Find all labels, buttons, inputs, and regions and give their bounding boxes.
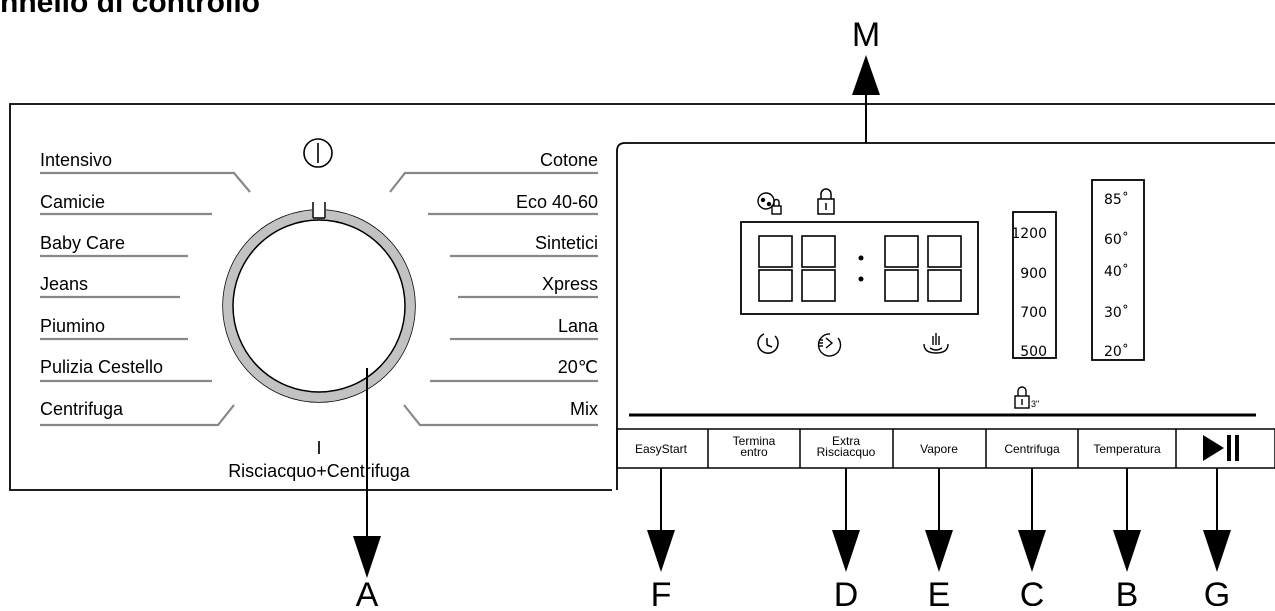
temperature-indicator	[1091, 179, 1145, 361]
pause-bar-1	[1227, 435, 1231, 461]
spin-1200: 1200	[1011, 226, 1047, 242]
program-jeans[interactable]: Jeans	[40, 274, 88, 294]
panel-outline	[9, 103, 1275, 491]
temp-20: 20˚	[1104, 343, 1129, 360]
program-centrifuga[interactable]: Centrifuga	[40, 399, 124, 419]
digit-2	[801, 235, 836, 302]
callout-c-label: C	[1020, 576, 1045, 606]
temp-40: 40˚	[1104, 263, 1129, 280]
vapore-button[interactable]: Vapore	[920, 442, 958, 456]
callout-e: E	[925, 468, 953, 611]
extra-risciacquo-button[interactable]: Extra Risciacquo	[817, 434, 876, 459]
left-program-leaders	[40, 171, 251, 427]
dial-bottom-mark: I	[316, 438, 321, 458]
callout-e-label: E	[928, 576, 951, 606]
extra-rinse-icon	[817, 333, 842, 357]
callout-b-label: B	[1116, 576, 1139, 606]
digit-4	[927, 235, 962, 302]
program-cotone[interactable]: Cotone	[540, 150, 598, 170]
callout-a-label: A	[356, 576, 379, 606]
callout-d: D	[832, 468, 860, 611]
program-lana[interactable]: Lana	[558, 316, 599, 336]
program-sintetici[interactable]: Sintetici	[535, 233, 598, 253]
start-pause-button[interactable]	[1203, 435, 1239, 461]
callout-g-label: G	[1204, 576, 1230, 606]
button-row-frame	[616, 428, 1275, 469]
termina-entro-line-2: entro	[740, 445, 768, 459]
callout-a: A	[353, 368, 381, 611]
temp-85: 85˚	[1104, 191, 1129, 208]
program-pulizia-cestello[interactable]: Pulizia Cestello	[40, 357, 163, 377]
program-selector-dial[interactable]	[222, 200, 416, 403]
program-risciacquo-centrifuga[interactable]: Risciacquo+Centrifuga	[228, 461, 411, 481]
door-lock-delay-label: 3"	[1031, 399, 1039, 409]
callout-m: M	[852, 16, 880, 143]
temp-30: 30˚	[1104, 304, 1129, 321]
delay-timer-icon	[757, 333, 779, 354]
pause-bar-2	[1235, 435, 1239, 461]
program-20c[interactable]: 20℃	[558, 357, 598, 377]
power-icon[interactable]	[303, 138, 333, 168]
centrifuga-button[interactable]: Centrifuga	[1004, 442, 1060, 456]
spin-500: 500	[1020, 344, 1047, 360]
temperatura-button[interactable]: Temperatura	[1093, 442, 1161, 456]
program-mix[interactable]: Mix	[570, 399, 598, 419]
callout-f: F	[647, 468, 675, 611]
steam-icon	[923, 333, 949, 354]
door-lock-icon	[817, 188, 835, 215]
callout-m-label: M	[852, 16, 880, 54]
time-separator	[858, 255, 864, 282]
program-camicie[interactable]: Camicie	[40, 192, 105, 212]
display-panel-outline	[616, 142, 1275, 490]
page-title: nnello di controllo	[0, 0, 260, 19]
temp-60: 60˚	[1104, 231, 1129, 248]
door-lock-delay-icon	[1014, 386, 1030, 409]
spin-700: 700	[1020, 305, 1047, 321]
digit-3	[884, 235, 919, 302]
program-intensivo[interactable]: Intensivo	[40, 150, 112, 170]
program-baby-care[interactable]: Baby Care	[40, 233, 125, 253]
program-eco-40-60[interactable]: Eco 40-60	[516, 192, 598, 212]
termina-entro-line-1: Termina	[733, 434, 776, 448]
program-piumino[interactable]: Piumino	[40, 316, 105, 336]
easystart-button[interactable]: EasyStart	[635, 442, 688, 456]
right-program-leaders	[389, 171, 598, 427]
program-xpress[interactable]: Xpress	[542, 274, 598, 294]
callout-d-label: D	[834, 576, 859, 606]
extra-risciacquo-line-1: Extra	[832, 434, 860, 448]
callout-g: G	[1203, 468, 1231, 611]
extra-risciacquo-line-2: Risciacquo	[817, 445, 876, 459]
play-icon	[1203, 435, 1224, 461]
child-lock-icon	[757, 192, 782, 215]
time-display-frame	[740, 221, 979, 315]
digit-1	[758, 235, 793, 302]
spin-speed-indicator	[1012, 211, 1057, 359]
callout-c: C	[1018, 468, 1046, 611]
callout-b: B	[1113, 468, 1141, 611]
spin-900: 900	[1020, 266, 1047, 282]
callout-f-label: F	[651, 576, 672, 606]
termina-entro-button[interactable]: Termina entro	[733, 434, 776, 459]
